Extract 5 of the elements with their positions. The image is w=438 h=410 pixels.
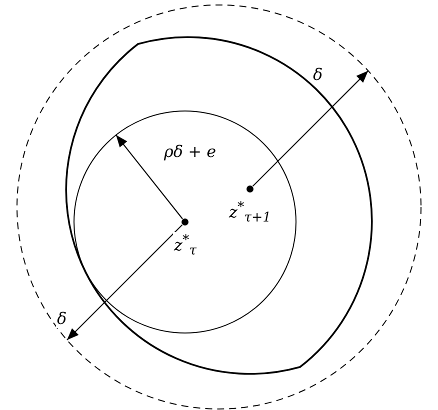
arrow bbox=[252, 70, 369, 187]
edge-label: δ bbox=[56, 310, 68, 328]
arrow bbox=[116, 134, 183, 220]
edge-label: ρδ + e bbox=[163, 143, 218, 161]
arrow bbox=[66, 224, 183, 340]
